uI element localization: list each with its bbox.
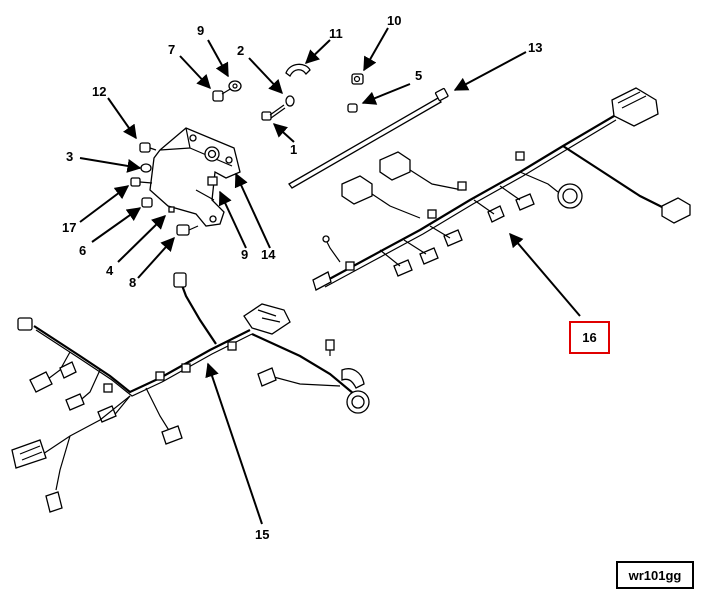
leader-12 xyxy=(107,97,137,140)
leader-15 xyxy=(205,362,263,525)
nut-9-top xyxy=(228,80,242,92)
callout-8: 8 xyxy=(129,275,137,290)
leader-16 xyxy=(509,232,581,317)
callout-2: 2 xyxy=(237,43,245,58)
callout-14: 14 xyxy=(261,247,276,262)
callout-5: 5 xyxy=(415,68,423,83)
callout-13: 13 xyxy=(528,40,543,55)
callout-16: 16 xyxy=(582,330,597,345)
leader-8 xyxy=(137,236,175,279)
callout-9-bottom: 9 xyxy=(241,247,249,262)
tie-strap-13 xyxy=(288,87,449,189)
nut-6 xyxy=(141,197,153,208)
leader-14 xyxy=(234,172,271,249)
figure-id-label: wr101gg xyxy=(616,561,694,589)
nut-17 xyxy=(130,177,153,187)
callout-6: 6 xyxy=(79,243,87,258)
leader-17 xyxy=(79,185,130,223)
clip-11 xyxy=(285,63,311,77)
leader-6 xyxy=(91,207,142,243)
bracket-14 xyxy=(149,127,241,227)
callout-10: 10 xyxy=(387,13,402,28)
leader-13 xyxy=(453,51,527,91)
screw-4 xyxy=(168,206,175,213)
leader-4 xyxy=(117,215,167,263)
nut-10 xyxy=(351,73,364,85)
leader-10 xyxy=(363,27,389,72)
callout-17: 17 xyxy=(62,220,77,235)
callout-9-top: 9 xyxy=(197,23,205,38)
leader-2 xyxy=(248,57,283,95)
harness-16 xyxy=(312,87,691,291)
washer-3 xyxy=(140,163,152,173)
washer-2 xyxy=(285,95,295,107)
highlight-box-16: 16 xyxy=(569,321,610,354)
callout-12: 12 xyxy=(92,84,107,99)
callout-7: 7 xyxy=(168,42,176,57)
leader-7 xyxy=(179,55,211,90)
harness-15 xyxy=(11,272,370,513)
leader-1 xyxy=(272,123,295,143)
leader-9-top xyxy=(207,39,229,78)
leader-5 xyxy=(361,83,411,105)
callout-11: 11 xyxy=(329,26,343,41)
leader-9-bottom xyxy=(218,190,247,249)
callout-3: 3 xyxy=(66,149,74,164)
bolt-7 xyxy=(212,87,233,102)
leader-arrows xyxy=(79,27,581,525)
callout-15: 15 xyxy=(255,527,270,542)
screw-1 xyxy=(261,104,286,121)
callout-4: 4 xyxy=(106,263,114,278)
leader-3 xyxy=(79,157,142,173)
nut-5 xyxy=(347,103,358,113)
bolt-8 xyxy=(176,224,199,236)
callout-1: 1 xyxy=(290,142,298,157)
leader-11 xyxy=(304,39,331,64)
bolt-12 xyxy=(139,142,157,153)
